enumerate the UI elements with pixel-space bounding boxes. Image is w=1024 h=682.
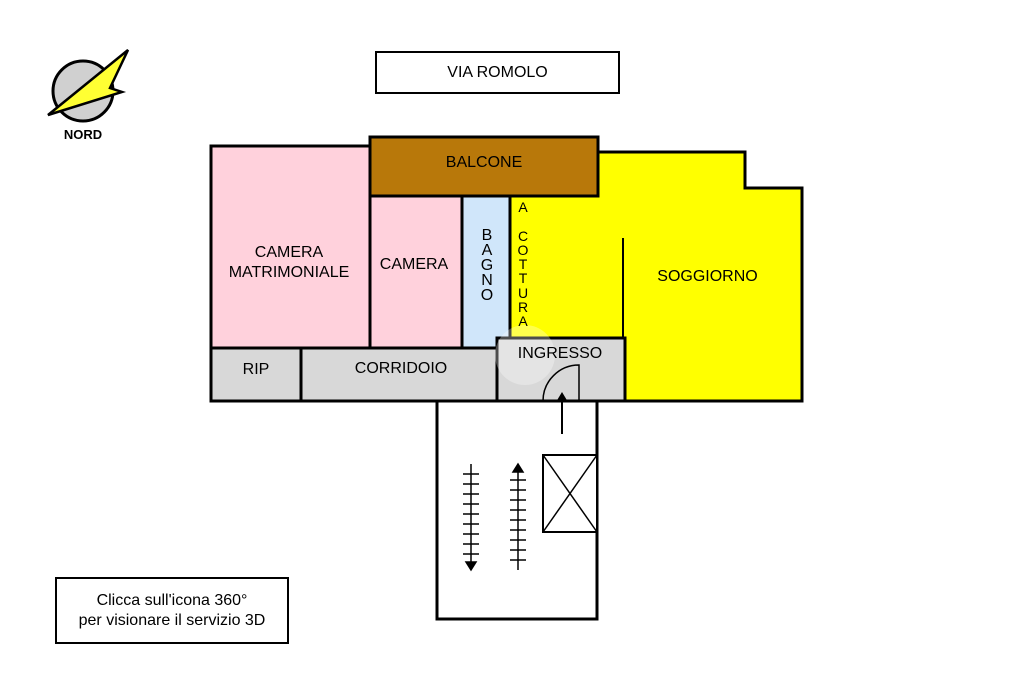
compass-label: NORD [63, 127, 103, 142]
label-rip: RIP [242, 361, 270, 378]
room-corridoio [209, 346, 499, 403]
compass-icon [47, 49, 130, 123]
room-camera [368, 194, 464, 350]
label-corridoio: CORRIDOIO [354, 360, 448, 377]
note-line-1: Clicca sull'icona 360° [96, 591, 248, 609]
360-icon[interactable] [495, 325, 555, 385]
room-camera-matrimoniale [209, 144, 372, 350]
note-box: Clicca sull'icona 360° per visionare il … [55, 577, 289, 644]
note-line-2: per visionare il servizio 3D [78, 611, 266, 629]
door-swing [542, 364, 580, 402]
stairs-down-icon [463, 464, 479, 572]
stairs-up-icon [510, 462, 526, 570]
label-camera-matrimoniale: CAMERA MATRIMONIALE [228, 244, 350, 281]
label-ingresso: INGRESSO [517, 345, 603, 362]
label-balcone: BALCONE [445, 154, 523, 171]
elevator-icon [542, 454, 598, 533]
label-soggiorno: SOGGIORNO [657, 268, 758, 285]
entrance-arrow-icon [556, 392, 568, 434]
street-label: VIA ROMOLO [375, 51, 620, 94]
label-camera: CAMERA [379, 256, 449, 273]
